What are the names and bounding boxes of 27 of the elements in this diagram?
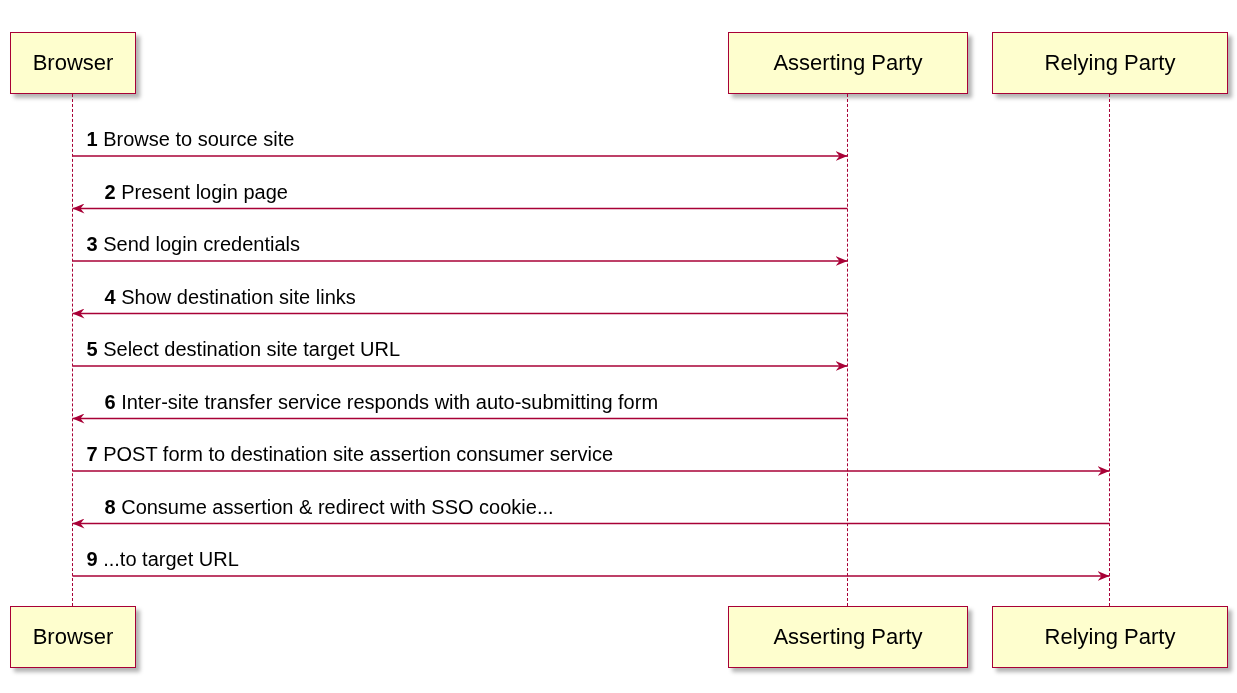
message-arrow xyxy=(71,466,1111,476)
participant-box: Asserting Party xyxy=(728,606,968,668)
lifeline xyxy=(847,94,848,606)
lifeline xyxy=(1109,94,1110,606)
message-label: 8 Consume assertion & redirect with SSO cookie... xyxy=(104,495,554,519)
message-arrow xyxy=(71,308,849,319)
message-arrow xyxy=(71,151,849,161)
participant-box: Asserting Party xyxy=(728,32,968,94)
message-arrow xyxy=(71,571,1111,581)
participant-box: Browser xyxy=(10,606,136,668)
message-label: 7 POST form to destination site assertion consumer service xyxy=(86,443,614,466)
message-label: 9 ...to target URL xyxy=(86,548,239,571)
message-arrow xyxy=(71,256,849,266)
message-label: 6 Inter-site transfer service responds with auto-submitting form xyxy=(104,390,659,414)
message-arrow xyxy=(71,361,849,371)
message-arrow xyxy=(71,518,1111,529)
lifeline xyxy=(72,94,73,606)
message-label: 1 Browse to source site xyxy=(86,128,295,151)
message-arrow xyxy=(71,203,849,214)
message-label: 5 Select destination site target URL xyxy=(86,338,400,361)
message-label: 4 Show destination site links xyxy=(104,285,356,309)
message-arrow xyxy=(71,413,849,424)
participant-box: Relying Party xyxy=(992,32,1228,94)
message-label: 2 Present login page xyxy=(104,180,288,204)
participant-box: Browser xyxy=(10,32,136,94)
message-label: 3 Send login credentials xyxy=(86,233,300,256)
participant-box: Relying Party xyxy=(992,606,1228,668)
